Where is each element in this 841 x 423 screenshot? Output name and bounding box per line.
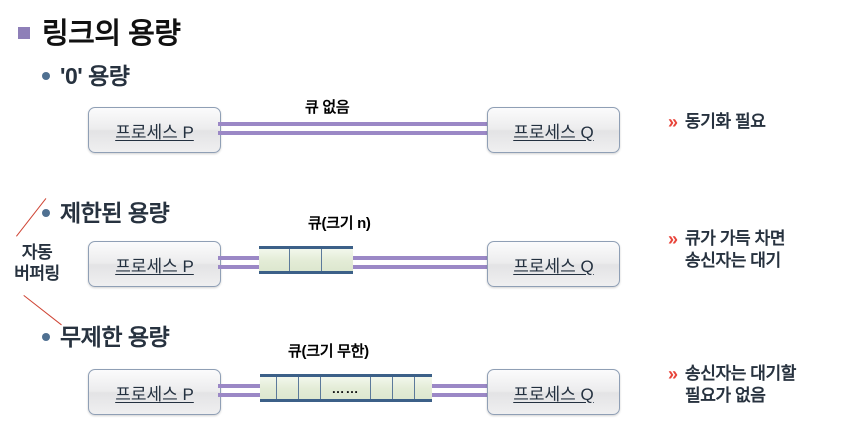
queue-buffer-infinite: …… (260, 374, 432, 402)
process-box-q-2: 프로세스 Q (487, 241, 620, 287)
dot-bullet-icon (42, 332, 50, 341)
queue-label-1: 큐 없음 (305, 99, 350, 116)
process-box-q-3: 프로세스 Q (487, 369, 620, 415)
note-marker-icon: » (668, 364, 679, 384)
note-line: 송신자는 대기할 (685, 364, 797, 383)
ellipsis-icon: …… (331, 380, 360, 396)
queue-top-rail (260, 374, 432, 377)
note-line: 동기화 필요 (685, 112, 766, 131)
queue-top-rail (259, 246, 353, 249)
note-line: 송신자는 대기 (685, 251, 781, 271)
queue-cell (259, 249, 291, 271)
queue-cell (260, 377, 277, 399)
queue-cell (299, 377, 321, 399)
section-heading-limited-capacity: 제한된 용량 (42, 194, 170, 228)
queue-cells-row: …… (260, 377, 432, 399)
note-text: 동기화 필요 (685, 111, 766, 133)
note-3: » 송신자는 대기할 필요가 없음 (668, 363, 796, 407)
dot-bullet-icon (42, 71, 50, 80)
queue-label-3: 큐(크기 무한) (288, 343, 369, 360)
section-heading-zero-capacity: '0' 용량 (42, 57, 130, 91)
note-text: 송신자는 대기할 필요가 없음 (685, 363, 796, 407)
note-marker-icon: » (668, 229, 679, 249)
section-heading-label: 제한된 용량 (60, 200, 170, 226)
link-rail-top-2 (218, 256, 492, 260)
note-marker-icon: » (668, 112, 679, 132)
process-box-label: 프로세스 P (115, 384, 194, 404)
note-line: 큐가 가득 차면 (685, 229, 786, 248)
queue-cells-row (259, 249, 353, 271)
note-text: 큐가 가득 차면 송신자는 대기 (685, 228, 785, 272)
process-box-label: 프로세스 Q (513, 256, 594, 276)
section-heading-label: '0' 용량 (60, 63, 130, 89)
queue-cell (277, 377, 299, 399)
link-rail-bottom-2 (218, 265, 492, 269)
queue-cell (290, 249, 322, 271)
process-box-label: 프로세스 P (115, 256, 194, 276)
title-text: 링크의 용량 (42, 18, 181, 50)
process-box-label: 프로세스 P (115, 122, 194, 142)
note-1: » 동기화 필요 (668, 111, 766, 134)
page-title: 링크의 용량 (18, 10, 181, 52)
process-box-p-3: 프로세스 P (88, 369, 221, 415)
queue-bottom-rail (260, 399, 432, 402)
queue-label-2: 큐(크기 n) (308, 215, 371, 232)
queue-cell (371, 377, 393, 399)
note-line: 필요가 없음 (685, 386, 766, 406)
section-heading-unlimited-capacity: 무제한 용량 (42, 318, 170, 352)
dot-bullet-icon (42, 208, 50, 217)
queue-cell (321, 249, 353, 271)
square-bullet-icon (18, 27, 30, 39)
process-box-p-2: 프로세스 P (88, 241, 221, 287)
process-box-label: 프로세스 Q (513, 384, 594, 404)
auto-buffering-line-2: 버퍼링 (14, 263, 60, 283)
process-box-label: 프로세스 Q (513, 122, 594, 142)
section-heading-label: 무제한 용량 (60, 324, 170, 350)
queue-cell-ellipsis: …… (321, 377, 371, 399)
link-rail-bottom-1 (218, 131, 492, 135)
note-2: » 큐가 가득 차면 송신자는 대기 (668, 228, 786, 272)
auto-buffering-annotation: 자동 버퍼링 (2, 243, 72, 284)
queue-bottom-rail (259, 271, 353, 274)
queue-buffer-limited (259, 246, 353, 274)
queue-cell (393, 377, 415, 399)
process-box-q-1: 프로세스 Q (487, 107, 620, 153)
link-rail-top-1 (218, 122, 492, 126)
process-box-p-1: 프로세스 P (88, 107, 221, 153)
queue-cell (415, 377, 432, 399)
auto-buffering-line-1: 자동 (21, 243, 53, 262)
